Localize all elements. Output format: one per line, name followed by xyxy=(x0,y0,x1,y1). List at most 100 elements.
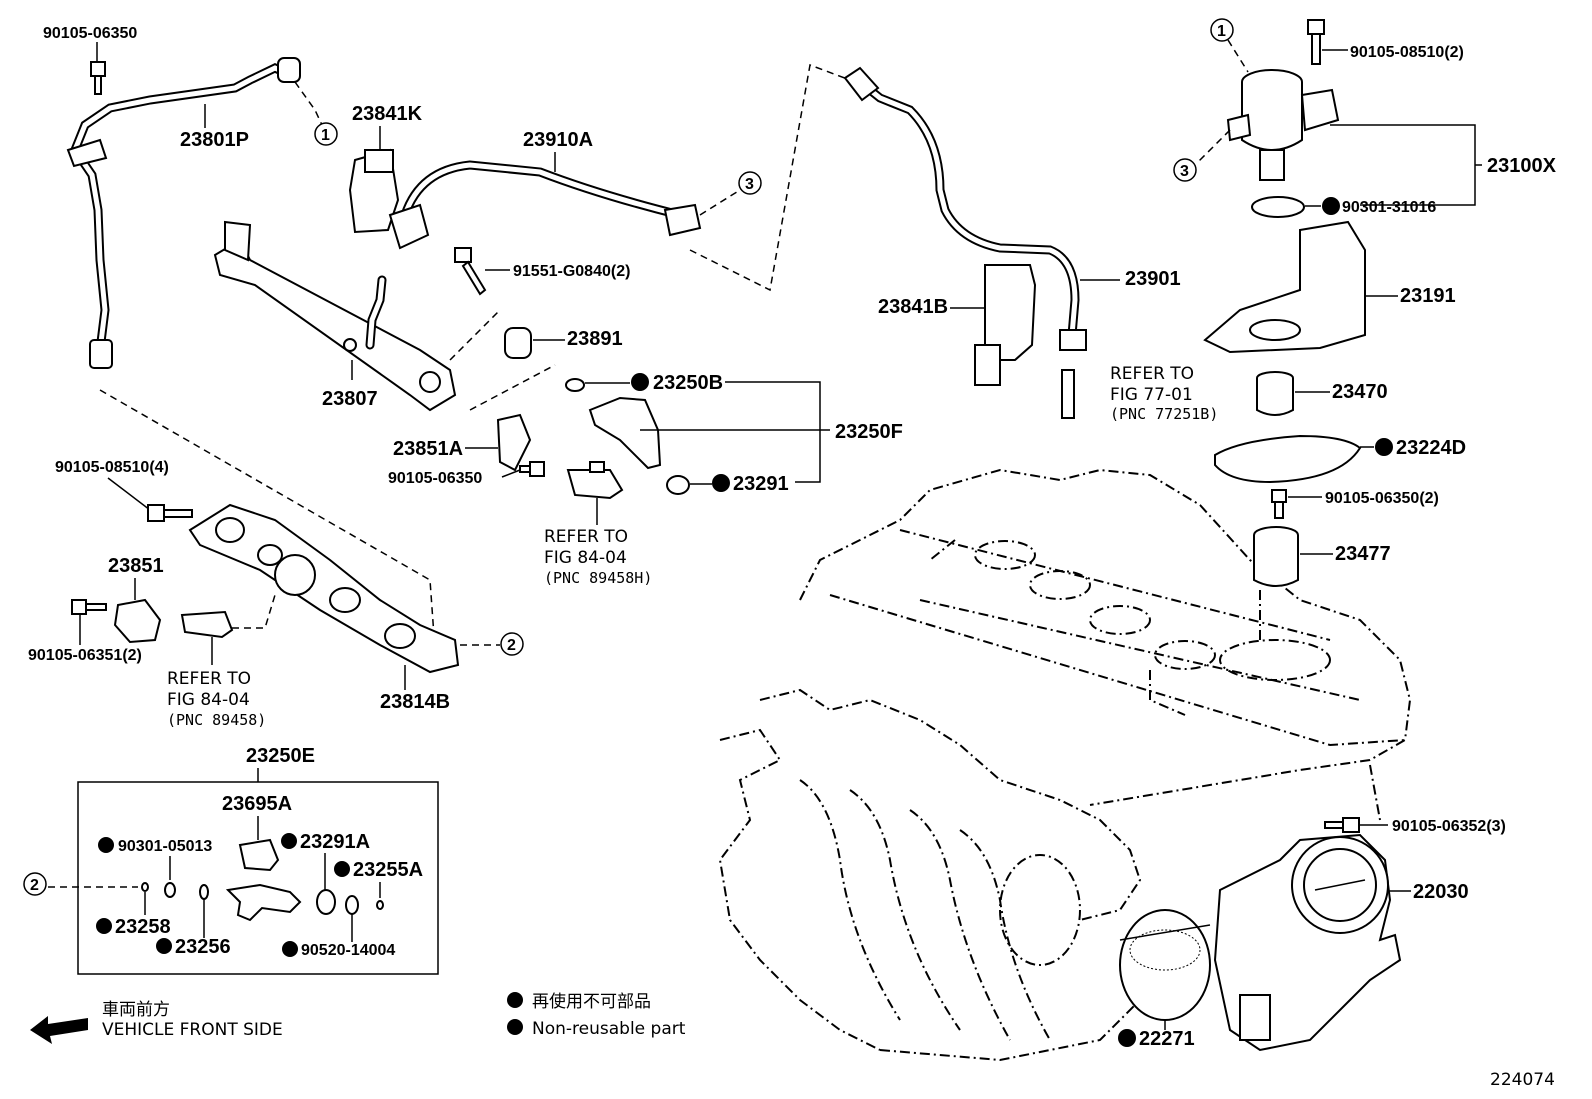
lifter-23470 xyxy=(1256,371,1294,416)
callout-number: 1 xyxy=(1217,23,1226,40)
bolt-icon xyxy=(90,61,106,95)
seal-23291 xyxy=(666,475,690,495)
gasket-22271 xyxy=(1119,909,1211,1021)
part-label: 90105-06351(2) xyxy=(28,647,142,664)
part-label: 91551-G0840(2) xyxy=(513,263,630,280)
vsv-23841B xyxy=(974,264,1037,386)
bolt-icon xyxy=(454,247,487,296)
sensor-89458H xyxy=(566,461,624,500)
bolt-icon xyxy=(519,461,545,477)
callout-number: 2 xyxy=(30,877,39,894)
bracket-23191 xyxy=(1203,220,1366,354)
clip-23695A xyxy=(238,838,280,872)
callout-number: 1 xyxy=(321,127,330,144)
ref-note: (PNC 89458) xyxy=(167,711,266,729)
part-label: 23291 xyxy=(733,473,789,495)
part-label: 23851 xyxy=(108,555,164,577)
dot-icon xyxy=(712,474,730,492)
bolt-icon xyxy=(1271,489,1287,519)
ref-note: REFER TO xyxy=(544,527,628,547)
dot-icon xyxy=(1118,1029,1136,1047)
callout-number: 3 xyxy=(745,176,754,193)
part-label: 23695A xyxy=(222,793,292,815)
fuel-line-23801P xyxy=(66,57,301,369)
part-label: 90105-08510(2) xyxy=(1350,44,1464,61)
front-arrow-icon xyxy=(30,1016,88,1044)
bolt-icon xyxy=(147,504,193,522)
bolt-icon xyxy=(1307,19,1325,65)
bolt-icon xyxy=(1324,817,1360,833)
part-label: 90105-06350(2) xyxy=(1325,490,1439,507)
part-label: 23841B xyxy=(878,296,948,318)
engine-outline xyxy=(718,468,1412,1062)
fuel-rail-23814B xyxy=(188,503,460,674)
part-label: 90301-31016 xyxy=(1342,199,1436,216)
part-label: 23255A xyxy=(353,859,423,881)
bracket-23851A xyxy=(496,413,532,472)
part-label: 90105-08510(4) xyxy=(55,459,169,476)
part-label: 23250F xyxy=(835,421,903,443)
part-label: 23891 xyxy=(567,328,623,350)
gasket-23224D xyxy=(1214,434,1362,484)
part-label: 22271 xyxy=(1139,1028,1195,1050)
legend-text: Non-reusable part xyxy=(532,1019,686,1039)
dot-icon xyxy=(96,918,112,934)
dot-icon xyxy=(334,861,350,877)
throttle-body-22030 xyxy=(1213,833,1402,1052)
bolt-icon xyxy=(71,599,107,615)
part-label: 23258 xyxy=(115,916,171,938)
part-label: 23470 xyxy=(1332,381,1388,403)
spacer-23891 xyxy=(504,327,532,359)
legend-text: 再使用不可部品 xyxy=(532,991,651,1012)
injector-23250F xyxy=(588,396,662,470)
callout-circle xyxy=(23,872,47,896)
dot-icon xyxy=(156,938,172,954)
part-label: 23807 xyxy=(322,388,378,410)
hose-23910A xyxy=(388,160,702,250)
kit-box xyxy=(77,781,439,975)
dot-icon xyxy=(1322,197,1340,215)
part-label: 23291A xyxy=(300,831,370,853)
part-label: 23191 xyxy=(1400,285,1456,307)
housing-23477 xyxy=(1253,526,1299,587)
callout-circle xyxy=(1210,18,1234,42)
fuel-pump-23100X xyxy=(1226,69,1340,181)
callout-circle xyxy=(314,122,338,146)
injector-23250E xyxy=(225,883,302,922)
dot-icon xyxy=(1375,438,1393,456)
callout-circle xyxy=(1173,158,1197,182)
part-label: 23901 xyxy=(1125,268,1181,290)
delivery-pipe-23807 xyxy=(213,220,457,412)
figure-number: 224074 xyxy=(1490,1070,1555,1090)
connector-23841K xyxy=(348,148,400,234)
part-label: 90301-05013 xyxy=(118,838,212,855)
sensor-89458 xyxy=(180,610,234,639)
callout-circle xyxy=(500,632,524,656)
ref-note: (PNC 89458H) xyxy=(544,569,652,587)
callout-number: 3 xyxy=(1180,163,1189,180)
part-label: 23256 xyxy=(175,936,231,958)
part-label: 22030 xyxy=(1413,881,1469,903)
dot-icon xyxy=(98,837,114,853)
o-ring xyxy=(565,378,585,392)
part-label: 23910A xyxy=(523,129,593,151)
dot-icon xyxy=(281,833,297,849)
hose-23901 xyxy=(843,66,1087,351)
ref-note: FIG 84-04 xyxy=(167,690,250,710)
part-label: 23851A xyxy=(393,438,463,460)
callout-number: 2 xyxy=(507,637,516,654)
ref-note: FIG 77-01 xyxy=(1110,385,1193,405)
part-label: 23250B xyxy=(653,372,723,394)
part-label: 23801P xyxy=(180,129,249,151)
part-label: 23477 xyxy=(1335,543,1391,565)
callout-circle xyxy=(738,171,762,195)
hose-77251B xyxy=(1061,369,1075,419)
part-label: 90105-06350 xyxy=(388,470,482,487)
part-label: 23224D xyxy=(1396,437,1466,459)
part-label: 23250E xyxy=(246,745,315,767)
part-label: 23814B xyxy=(380,691,450,713)
dot-icon xyxy=(631,373,649,391)
ref-note: (PNC 77251B) xyxy=(1110,405,1218,423)
ref-note: REFER TO xyxy=(1110,364,1194,384)
